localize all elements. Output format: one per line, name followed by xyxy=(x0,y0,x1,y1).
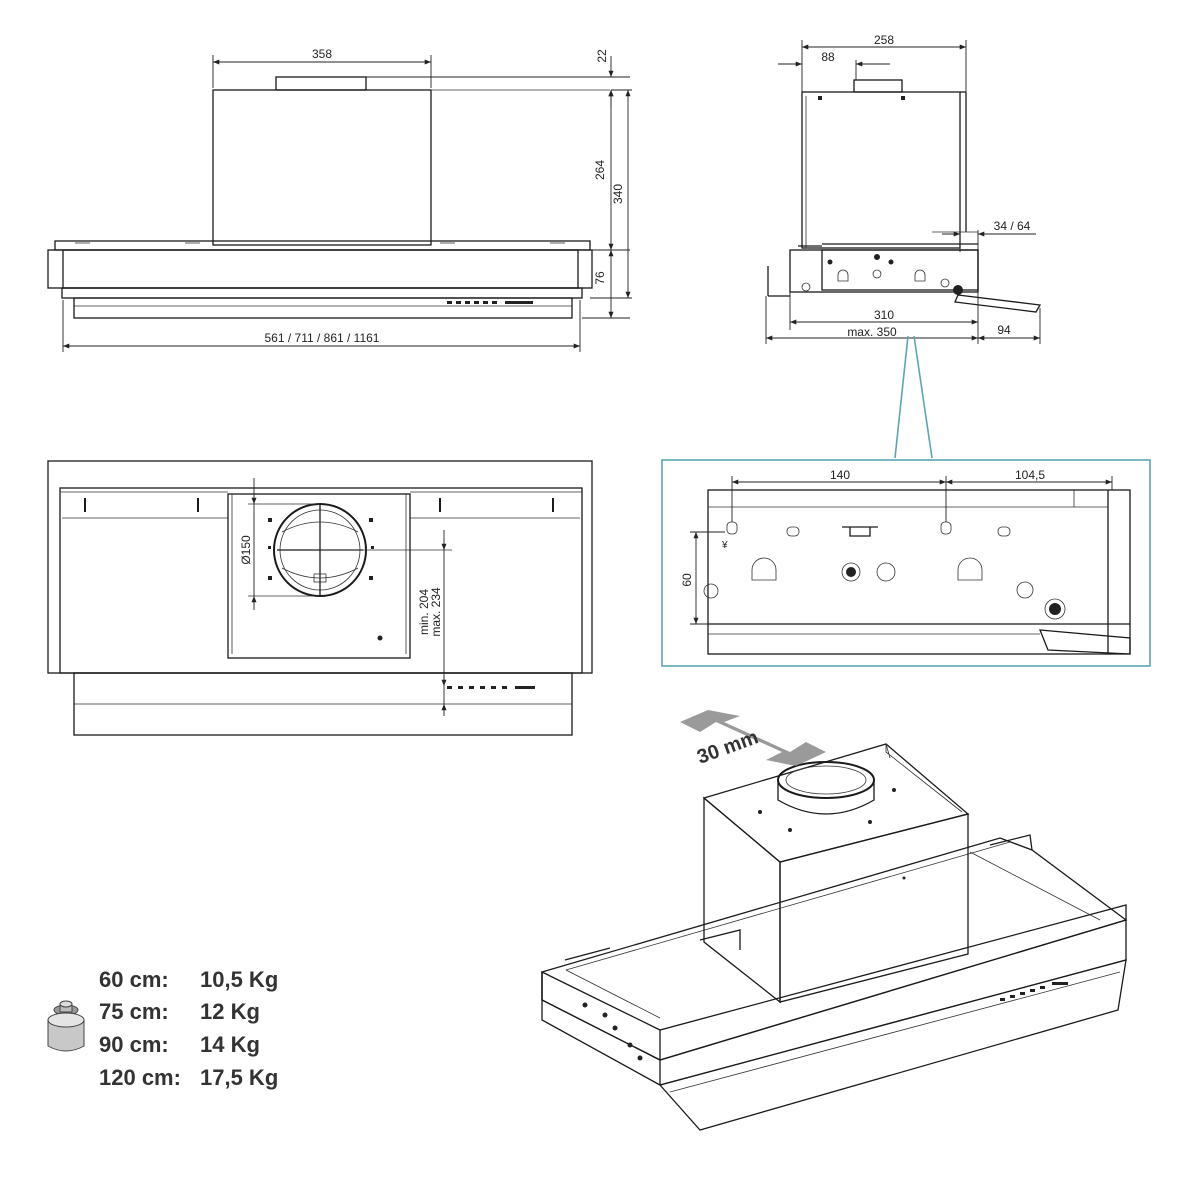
bottom-view: Ø150 min. 204 max. 234 xyxy=(47,460,593,736)
dim-spacing-b: 104,5 xyxy=(1015,468,1045,482)
dim-duct-diameter: Ø150 xyxy=(239,535,253,565)
dim-spacing-a: 140 xyxy=(830,468,850,482)
chimney-box-side xyxy=(779,813,969,1003)
dim-depth-base: 310 xyxy=(874,308,894,322)
dim-handle: 94 xyxy=(997,323,1011,337)
weight-size-120: 120 cm: xyxy=(99,1065,181,1090)
control-panel-dots-bottom xyxy=(447,686,535,689)
detail-view: ¥ 140 104,5 60 xyxy=(661,459,1151,667)
weight-icon xyxy=(47,1000,85,1052)
dim-max: max. 234 xyxy=(429,587,443,637)
chimney-box-front xyxy=(703,796,781,1004)
detail-callout-lines xyxy=(894,335,933,459)
dim-total-height: 340 xyxy=(611,184,625,204)
dim-top-width: 358 xyxy=(312,47,332,61)
dim-front-height: 76 xyxy=(593,271,607,285)
dim-min: min. 204 xyxy=(417,589,431,635)
weight-size-90: 90 cm: xyxy=(99,1032,169,1057)
dim-top-small: 22 xyxy=(595,49,609,63)
weight-value-120: 17,5 Kg xyxy=(200,1065,278,1090)
dim-depth-top: 258 xyxy=(874,33,894,47)
weight-value-75: 12 Kg xyxy=(200,999,260,1024)
svg-text:¥: ¥ xyxy=(721,540,728,551)
weight-size-60: 60 cm: xyxy=(99,967,169,992)
dim-body-height: 264 xyxy=(593,160,607,180)
adjust-arrow: 30 mm xyxy=(680,710,826,769)
weight-table: 60 cm: 10,5 Kg 75 cm: 12 Kg 90 cm: 14 Kg… xyxy=(47,967,278,1090)
dim-panel-ext: 34 / 64 xyxy=(994,219,1031,233)
front-view: 358 22 264 76 340 561 / 711 / 861 / 1161 xyxy=(47,47,632,352)
dim-height: 60 xyxy=(680,573,694,587)
control-panel-dots xyxy=(447,301,533,304)
adjust-label: 30 mm xyxy=(694,726,761,768)
weight-size-75: 75 cm: xyxy=(99,999,169,1024)
dim-widths: 561 / 711 / 861 / 1161 xyxy=(265,331,380,345)
dim-depth-max: max. 350 xyxy=(847,325,897,339)
weight-value-60: 10,5 Kg xyxy=(200,967,278,992)
isometric-view: 30 mm xyxy=(541,710,1128,1131)
weight-value-90: 14 Kg xyxy=(200,1032,260,1057)
dim-outlet-offset: 88 xyxy=(821,50,835,64)
side-view: 258 88 34 / 64 310 max. 350 94 xyxy=(765,33,1042,344)
